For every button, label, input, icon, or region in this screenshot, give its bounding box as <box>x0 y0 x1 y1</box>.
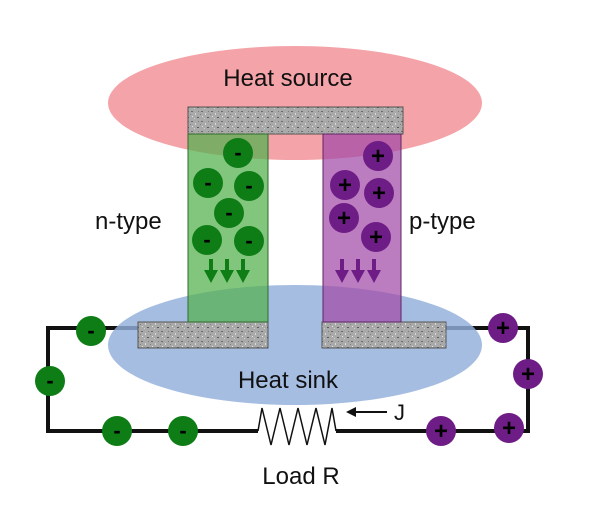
p-bottom-contact <box>321 321 447 349</box>
hole-carrier: + <box>363 141 393 171</box>
current-label: J <box>394 400 405 425</box>
hole-carrier: + <box>329 203 359 233</box>
hole-carrier: + <box>426 416 456 446</box>
electron-carrier: - <box>234 226 264 256</box>
hole-flow-arrows <box>335 259 381 283</box>
svg-text:-: - <box>46 368 53 393</box>
hole-carrier: + <box>494 413 524 443</box>
svg-text:+: + <box>434 418 448 445</box>
electron-carrier: - <box>234 171 264 201</box>
current-arrowhead <box>346 407 356 417</box>
n-bottom-contact <box>137 321 269 349</box>
svg-text:-: - <box>203 227 210 252</box>
electron-carrier: - <box>35 366 65 396</box>
p-type-label: p-type <box>409 208 476 235</box>
svg-text:+: + <box>337 205 351 232</box>
n-type-label: n-type <box>95 208 162 235</box>
heat-source-ellipse <box>108 46 482 160</box>
svg-text:+: + <box>496 315 510 342</box>
svg-text:-: - <box>113 418 120 443</box>
svg-text:+: + <box>502 415 516 442</box>
svg-text:+: + <box>371 143 385 170</box>
svg-text:-: - <box>87 318 94 343</box>
load-label: Load R <box>262 463 339 490</box>
heat-source-label: Heat source <box>223 65 352 92</box>
electron-carrier: - <box>214 198 244 228</box>
svg-text:+: + <box>521 361 535 388</box>
hole-carrier: + <box>361 222 391 252</box>
svg-text:-: - <box>234 140 241 165</box>
hole-carrier: + <box>488 313 518 343</box>
hole-carrier: + <box>513 359 543 389</box>
electron-carrier: - <box>102 416 132 446</box>
electron-carrier: - <box>223 138 253 168</box>
electron-carrier: - <box>193 168 223 198</box>
svg-text:+: + <box>372 180 386 207</box>
svg-text:-: - <box>179 418 186 443</box>
svg-text:-: - <box>245 228 252 253</box>
svg-text:+: + <box>369 224 383 251</box>
svg-text:-: - <box>245 173 252 198</box>
svg-text:-: - <box>204 170 211 195</box>
electron-flow-arrows <box>204 259 250 283</box>
electron-carrier: - <box>192 225 222 255</box>
top-contact-bar <box>187 106 404 135</box>
electron-carrier: - <box>168 416 198 446</box>
heat-sink-label: Heat sink <box>238 367 339 394</box>
load-resistor <box>257 407 337 446</box>
svg-text:-: - <box>225 200 232 225</box>
hole-carrier: + <box>364 178 394 208</box>
hole-carrier: + <box>330 170 360 200</box>
electron-carrier: - <box>76 316 106 346</box>
svg-text:+: + <box>338 172 352 199</box>
